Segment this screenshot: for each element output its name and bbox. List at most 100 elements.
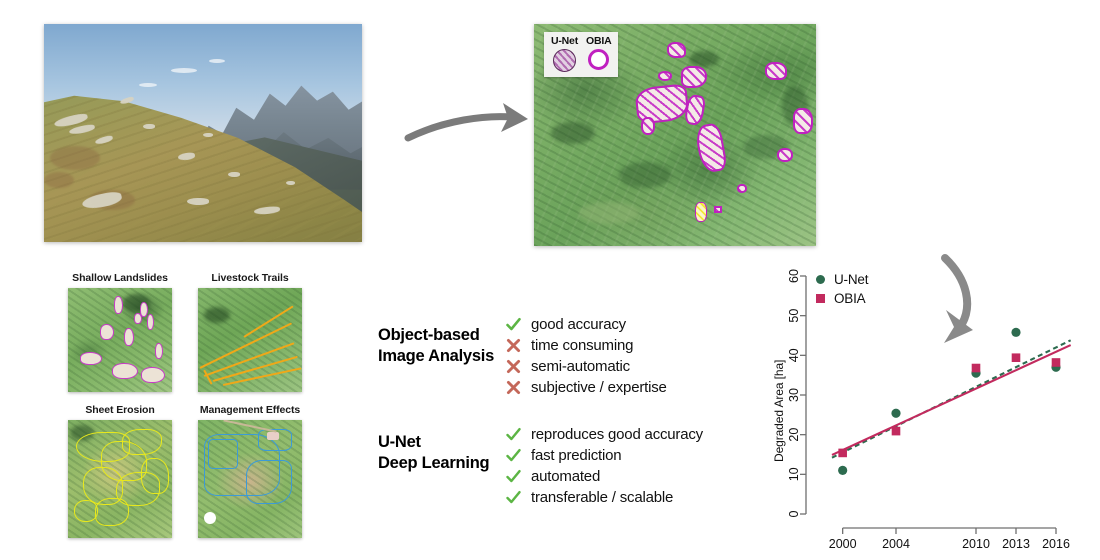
chart-y-axis-label: Degraded Area [ha] xyxy=(772,359,786,462)
unet-block-title: U-Net Deep Learning xyxy=(378,432,490,474)
landslide-scar xyxy=(100,324,115,341)
thumb-caption-sheet-erosion: Sheet Erosion xyxy=(85,404,155,416)
bullet-text: subjective / expertise xyxy=(531,379,667,396)
thumb-shallow-landslides xyxy=(68,288,172,392)
erosion-outline xyxy=(95,497,130,526)
alpine-mountain-slope-photograph xyxy=(44,24,362,242)
bullet-text: time consuming xyxy=(531,337,634,354)
svg-text:10: 10 xyxy=(787,467,801,481)
bullet-text: automated xyxy=(531,468,601,485)
degradation-polygon xyxy=(793,108,814,135)
svg-text:40: 40 xyxy=(787,348,801,362)
svg-text:60: 60 xyxy=(787,269,801,283)
degradation-polygon xyxy=(776,148,793,163)
bullet-item: automated xyxy=(505,466,703,487)
rust-vegetation xyxy=(50,146,101,171)
thumb-management-effects xyxy=(198,420,302,538)
building-roof xyxy=(266,431,279,440)
bullet-item: time consuming xyxy=(505,335,667,356)
degradation-polygon xyxy=(714,206,723,214)
unet-title-line2: Deep Learning xyxy=(378,454,490,473)
landslide-scar xyxy=(140,367,165,384)
vegetation-patch xyxy=(618,161,671,188)
thumb-texture xyxy=(198,288,302,392)
bullet-item: semi-automatic xyxy=(505,356,667,377)
vegetation-patch xyxy=(204,306,231,323)
bullet-item: subjective / expertise xyxy=(505,377,667,398)
check-icon xyxy=(505,426,522,443)
cloud xyxy=(171,67,198,73)
landslide-scar xyxy=(111,362,138,379)
landslide-scar xyxy=(147,314,155,330)
landslide-scar xyxy=(139,301,148,317)
thumb-caption-management-effects: Management Effects xyxy=(199,404,301,416)
obia-block-title: Object-based Image Analysis xyxy=(378,325,494,367)
obia-bullet-list: good accuracy time consuming semi-automa… xyxy=(505,314,667,398)
svg-text:2004: 2004 xyxy=(882,537,910,551)
management-outline xyxy=(245,460,292,505)
degradation-polygon xyxy=(765,61,788,80)
degradation-polygon xyxy=(666,41,686,58)
rock-outcrop xyxy=(228,172,241,178)
landslide-scar xyxy=(133,312,142,324)
unet-marker-icon xyxy=(816,275,825,284)
legend-label-unet: U-Net xyxy=(551,35,578,47)
bullet-text: good accuracy xyxy=(531,316,626,333)
hatched-circle-icon xyxy=(553,48,576,72)
chart-legend-label: U-Net xyxy=(834,272,869,287)
svg-text:20: 20 xyxy=(787,428,801,442)
bullet-item: reproduces good accuracy xyxy=(505,424,703,445)
bullet-text: reproduces good accuracy xyxy=(531,426,703,443)
bullet-item: transferable / scalable xyxy=(505,487,703,508)
legend-entry-unet: U-Net xyxy=(551,36,578,72)
chart-legend-entry-unet: U-Net xyxy=(816,270,868,289)
svg-text:0: 0 xyxy=(787,510,801,517)
management-outline xyxy=(208,438,239,469)
thumb-livestock-trails xyxy=(198,288,302,392)
building-roof xyxy=(204,512,217,525)
chart-legend: U-Net OBIA xyxy=(816,270,868,308)
check-icon xyxy=(505,489,522,506)
legend-label-obia: OBIA xyxy=(586,35,612,47)
check-icon xyxy=(505,316,522,333)
check-icon xyxy=(505,447,522,464)
degradation-polygon xyxy=(658,70,673,81)
landslide-scar xyxy=(155,343,164,360)
thumb-sheet-erosion xyxy=(68,420,172,538)
check-icon xyxy=(505,468,522,485)
svg-text:50: 50 xyxy=(787,309,801,323)
rock-outcrop xyxy=(285,180,295,185)
degradation-polygon xyxy=(680,66,707,89)
degradation-polygon xyxy=(641,117,656,136)
bullet-text: semi-automatic xyxy=(531,358,630,375)
legend-entry-obia: OBIA xyxy=(586,35,612,70)
svg-text:30: 30 xyxy=(787,388,801,402)
thumb-base xyxy=(198,288,302,392)
bullet-item: fast prediction xyxy=(505,445,703,466)
svg-text:2013: 2013 xyxy=(1002,537,1030,551)
cloud xyxy=(209,58,226,63)
erosion-outline xyxy=(140,457,169,494)
bullet-text: fast prediction xyxy=(531,447,622,464)
svg-text:2010: 2010 xyxy=(962,537,990,551)
ring-circle-icon xyxy=(588,48,610,70)
degradation-polygon-yellow xyxy=(694,201,707,222)
vegetation-patch xyxy=(689,50,720,67)
erosion-outline xyxy=(122,429,163,456)
degradation-polygon xyxy=(737,183,748,193)
obia-title-line2: Image Analysis xyxy=(378,347,495,366)
rock-outcrop xyxy=(187,198,210,206)
vegetation-patch xyxy=(579,201,640,224)
arrow-aerial-to-chart xyxy=(941,254,973,343)
bullet-text: transferable / scalable xyxy=(531,489,674,506)
bullet-item: good accuracy xyxy=(505,314,667,335)
unet-bullet-list: reproduces good accuracy fast prediction… xyxy=(505,424,703,508)
cloud xyxy=(139,82,158,87)
cross-icon xyxy=(505,379,522,396)
chart-legend-label: OBIA xyxy=(834,291,866,306)
vegetation-patch xyxy=(550,121,595,144)
rock-outcrop xyxy=(142,124,155,130)
